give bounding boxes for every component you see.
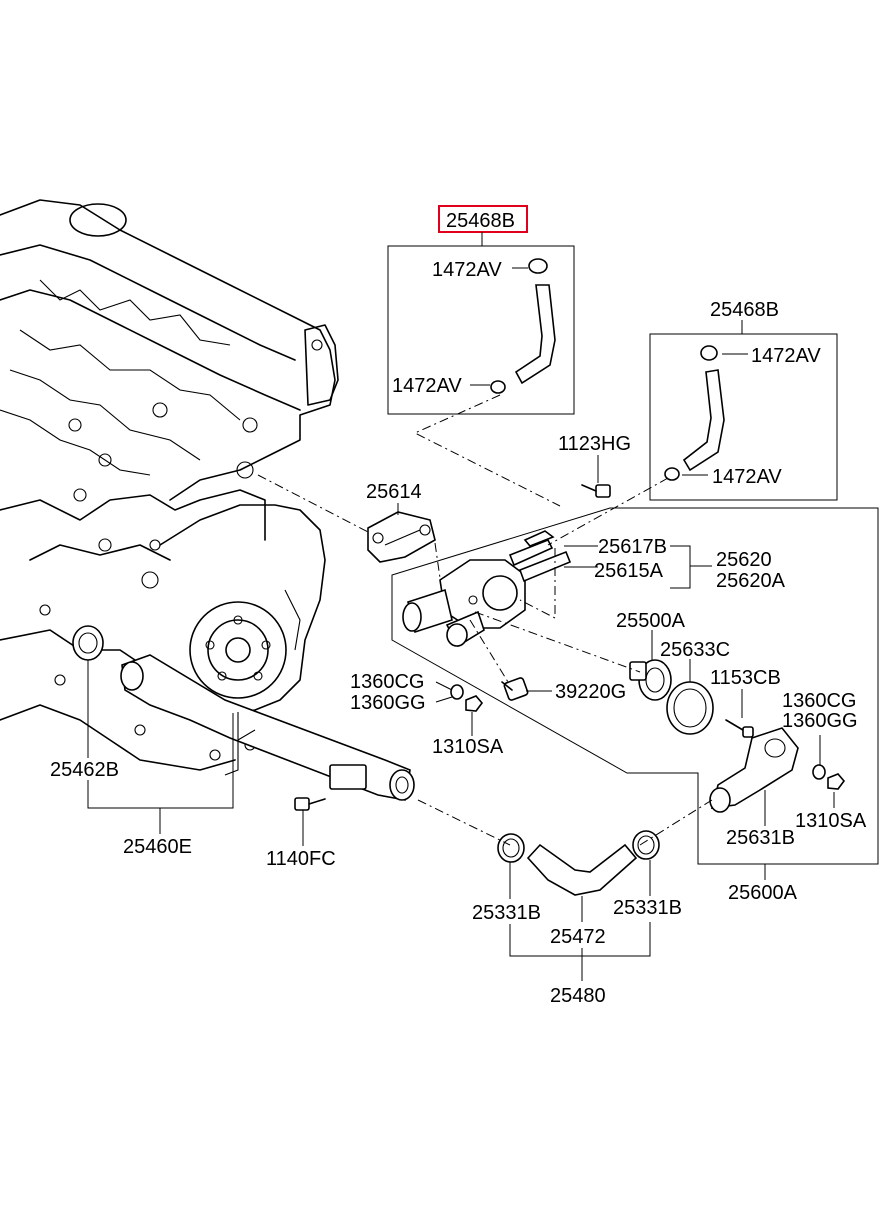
highlighted-part-box xyxy=(438,205,528,233)
label-25633C[interactable]: 25633C xyxy=(660,639,730,661)
label-25462B[interactable]: 25462B xyxy=(50,759,119,781)
part-number-labels: 25468B 1472AV 1472AV 25468B 1472AV 1472A… xyxy=(50,210,867,1007)
label-1360CG-b[interactable]: 1360CG xyxy=(782,690,857,712)
temperature-sensor-39220G xyxy=(501,677,529,701)
thermostat-25500A xyxy=(629,659,672,701)
label-1472AV-a[interactable]: 1472AV xyxy=(432,259,502,281)
label-1360CG-a[interactable]: 1360CG xyxy=(350,671,425,693)
label-1472AV-c[interactable]: 1472AV xyxy=(751,345,821,367)
label-25600A[interactable]: 25600A xyxy=(728,882,798,904)
label-25480[interactable]: 25480 xyxy=(550,985,606,1007)
label-1310SA-b[interactable]: 1310SA xyxy=(795,810,867,832)
label-25500A[interactable]: 25500A xyxy=(616,610,686,632)
label-25620[interactable]: 25620 xyxy=(716,549,772,571)
label-1472AV-d[interactable]: 1472AV xyxy=(712,466,782,488)
nut-1310SA-left xyxy=(465,695,484,712)
label-1360GG-a[interactable]: 1360GG xyxy=(350,692,426,714)
engine-block-illustration xyxy=(0,199,339,771)
bolt-1123HG xyxy=(581,484,611,498)
label-1360GG-b[interactable]: 1360GG xyxy=(782,710,858,732)
hose-clamp-25331B-right xyxy=(632,830,660,860)
label-25468B[interactable]: 25468B xyxy=(710,299,779,321)
label-25631B[interactable]: 25631B xyxy=(726,827,795,849)
gasket-25633C xyxy=(666,681,714,735)
label-25614[interactable]: 25614 xyxy=(366,481,422,503)
hose-clamp-25331B-left xyxy=(497,833,525,863)
group-boxes xyxy=(387,205,879,865)
label-25615A[interactable]: 25615A xyxy=(594,560,664,582)
label-25468B-highlighted[interactable]: 25468B xyxy=(446,210,515,232)
bypass-hose-25468B-right xyxy=(664,345,725,481)
label-1140FC[interactable]: 1140FC xyxy=(266,848,336,870)
label-25460E[interactable]: 25460E xyxy=(123,836,192,858)
radiator-hose-25472 xyxy=(526,843,638,896)
label-25331B-a[interactable]: 25331B xyxy=(472,902,541,924)
washer-1360CG-right xyxy=(812,764,826,780)
label-25331B-b[interactable]: 25331B xyxy=(613,897,682,919)
label-25617B[interactable]: 25617B xyxy=(598,536,667,558)
label-25620A[interactable]: 25620A xyxy=(716,570,786,592)
leader-lines xyxy=(87,232,835,981)
label-25472[interactable]: 25472 xyxy=(550,926,606,948)
nut-1310SA-right xyxy=(827,773,846,790)
gasket-25614 xyxy=(367,511,436,563)
label-1310SA-a[interactable]: 1310SA xyxy=(432,736,504,758)
assembly-dashed-lines xyxy=(257,394,713,846)
water-outlet-25631B xyxy=(709,727,799,813)
label-1472AV-b[interactable]: 1472AV xyxy=(392,375,462,397)
water-inlet-pipe-25460E xyxy=(120,654,415,801)
label-39220G[interactable]: 39220G xyxy=(555,681,626,703)
bypass-hose-25468B-upper xyxy=(490,258,556,394)
label-1153CB[interactable]: 1153CB xyxy=(710,667,781,689)
thermostat-housing-25620 xyxy=(402,530,572,648)
label-1123HG[interactable]: 1123HG xyxy=(558,433,631,455)
stud-bolt-1153CB xyxy=(725,719,754,738)
washer-1360CG-left xyxy=(450,684,464,700)
oil-seal-25462B xyxy=(72,625,104,661)
bolt-1140FC xyxy=(294,797,326,811)
